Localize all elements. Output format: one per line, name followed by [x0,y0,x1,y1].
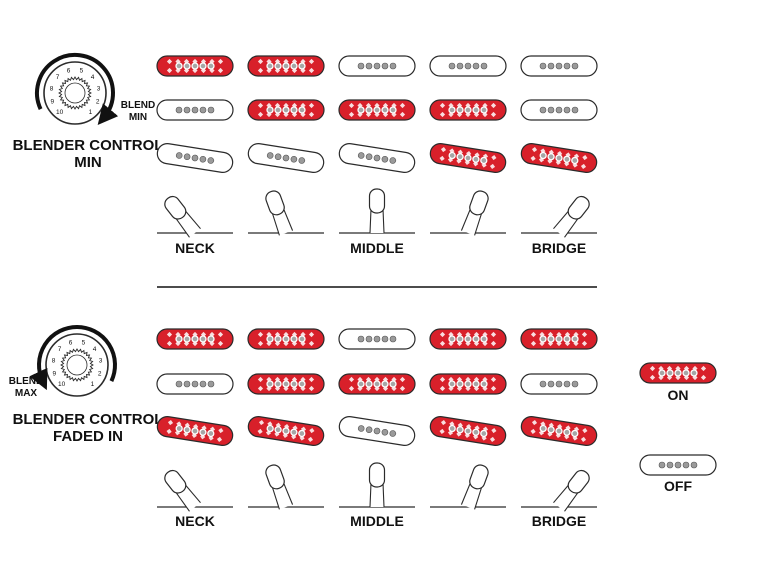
section-2-switch-1 [157,469,233,512]
section-2-pos-5-pickup-1 [520,328,598,350]
section-2-knob-icon: 109 876 543 21 [29,324,117,397]
knob-number: 3 [97,85,101,92]
section-2-pos-2-pickup-1 [247,328,325,350]
section-1-position-label-neck: NECK [175,240,215,256]
knob-number: 6 [69,339,73,346]
section-2-title-line1: BLENDER CONTROL [13,411,164,428]
section-1-switch-5 [521,195,597,238]
section-2-pos-5-pickup-2 [520,373,598,395]
section-2-position-label-middle: MIDDLE [350,513,404,529]
section-2-pos-3-pickup-3 [338,416,416,446]
knob-number: 10 [58,381,66,388]
section-1-blend-label-line1: BLEND [121,100,155,111]
section-1-pos-2-pickup-3 [247,143,325,173]
section-2-position-label-neck: NECK [175,513,215,529]
knob-number: 5 [82,339,86,346]
section-1-position-label-bridge: BRIDGE [532,240,586,256]
knob-number: 9 [52,370,56,377]
section-1-pos-3-pickup-2 [338,99,416,121]
section-2-blend-label-line1: BLEND [9,376,43,387]
knob-number: 4 [93,346,97,353]
knob-number: 7 [58,346,62,353]
section-1-pos-1-pickup-1 [156,55,234,77]
knob-number: 6 [67,67,71,74]
legend-on-label: ON [668,387,689,403]
knob-number: 10 [56,109,64,116]
section-2-switch-5 [521,469,597,512]
section-2-switch-2 [248,464,324,510]
section-1-position-label-middle: MIDDLE [350,240,404,256]
section-1-pos-3-pickup-3 [338,143,416,173]
section-2-pos-1-pickup-3 [156,416,234,446]
section-2-pos-1-pickup-2 [156,373,234,395]
section-2-title-line2: FADED IN [53,428,123,445]
knob-number: 1 [91,381,95,388]
section-2-pos-2-pickup-3 [247,416,325,446]
knob-number: 1 [89,109,93,116]
section-1-blend-label-line2: MIN [129,112,147,123]
section-1-switch-3 [339,188,415,234]
section-1-switch-4 [430,190,506,236]
section-1-pos-5-pickup-2 [520,99,598,121]
section-2-position-label-bridge: BRIDGE [532,513,586,529]
legend-off-pickup [639,454,717,476]
knob-number: 5 [80,67,84,74]
section-2-pos-4-pickup-2 [429,373,507,395]
section-2-pos-2-pickup-2 [247,373,325,395]
section-1-pos-5-pickup-1 [520,55,598,77]
section-2-pos-4-pickup-1 [429,328,507,350]
legend-on-pickup [639,362,717,384]
section-1-pos-4-pickup-3 [429,143,507,173]
knob-number: 4 [91,74,95,81]
section-1-pos-4-pickup-1 [429,55,507,77]
section-2-switch-4 [430,464,506,510]
knob-number: 3 [99,357,103,364]
section-2-pos-1-pickup-1 [156,328,234,350]
section-2-pos-3-pickup-1 [338,328,416,350]
section-1-switch-2 [248,190,324,236]
section-2-switch-3 [339,462,415,508]
section-1-pos-5-pickup-3 [520,143,598,173]
section-2-blend-label-line2: MAX [15,388,38,399]
knob-number: 8 [52,357,56,364]
section-1-pos-1-pickup-3 [156,143,234,173]
section-2-pos-4-pickup-3 [429,416,507,446]
section-1-pos-3-pickup-1 [338,55,416,77]
section-1-pos-2-pickup-2 [247,99,325,121]
section-1-pos-1-pickup-2 [156,99,234,121]
knob-number: 9 [50,98,54,105]
section-1-knob-icon: 109 876 543 21 [35,52,119,126]
section-2-pos-3-pickup-2 [338,373,416,395]
legend-off-label: OFF [664,478,692,494]
knob-number: 2 [98,370,102,377]
section-1-title-line2: MIN [74,154,102,171]
knob-number: 8 [50,85,54,92]
knob-number: 7 [56,74,60,81]
section-2-pos-5-pickup-3 [520,416,598,446]
section-1-pos-4-pickup-2 [429,99,507,121]
section-1-title-line1: BLENDER CONTROL [13,137,164,154]
section-1-switch-1 [157,195,233,238]
knob-number: 2 [96,98,100,105]
section-1-pos-2-pickup-1 [247,55,325,77]
